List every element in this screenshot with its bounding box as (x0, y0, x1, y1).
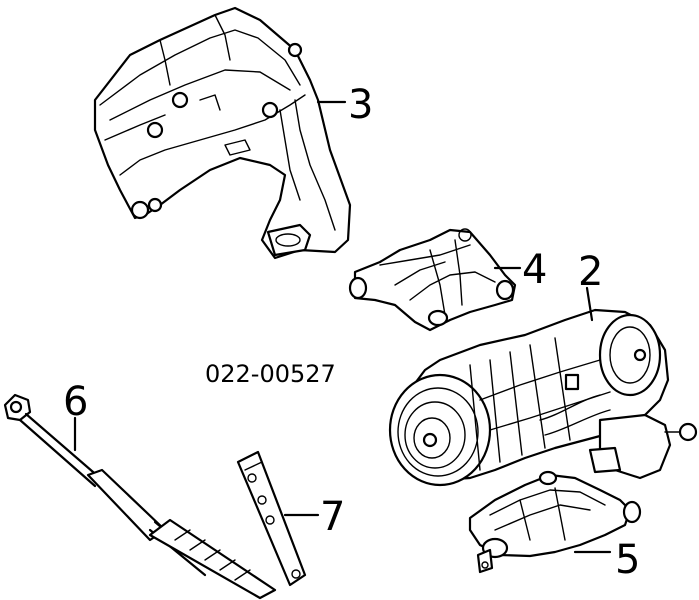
callout-7: 7 (320, 494, 345, 540)
callout-6: 6 (63, 379, 88, 425)
part-2-compressor (388, 286, 698, 487)
part-7-strap (236, 450, 320, 587)
diagram-reference-number: 022-00527 (205, 360, 336, 388)
callout-2: 2 (578, 249, 603, 295)
callout-3: 3 (348, 82, 373, 128)
callout-4: 4 (522, 247, 547, 293)
part-3-bracket (93, 6, 352, 260)
part-4-mount (348, 228, 522, 332)
part-6-strut (3, 393, 277, 600)
callout-5: 5 (615, 537, 640, 583)
part-5-bracket (468, 470, 642, 574)
